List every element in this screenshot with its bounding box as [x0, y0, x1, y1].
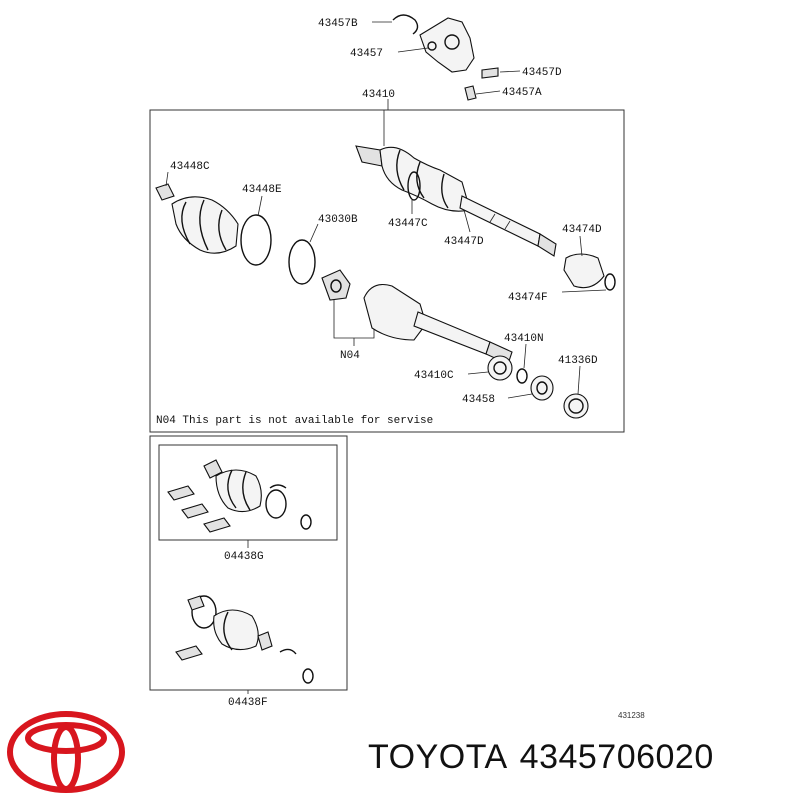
part-n04-hole	[330, 279, 342, 293]
bracket-hole	[444, 34, 460, 50]
joint-housing	[363, 283, 427, 341]
label-43448c: 43448C	[170, 161, 210, 173]
kit-g-boot-fold-2	[242, 471, 251, 511]
inner-boot-fold-1	[181, 201, 191, 245]
label-04438g: 04438G	[224, 551, 264, 563]
clamp-43448e	[240, 214, 272, 266]
kit-g-ring	[265, 489, 287, 519]
label-43447c: 43447C	[388, 218, 428, 230]
main-assembly-frame	[149, 109, 625, 433]
seal-41336d-bore	[568, 398, 584, 414]
kit-g-snap	[300, 514, 312, 530]
clamp-43448c	[155, 183, 175, 201]
boot-fold-3	[441, 173, 449, 209]
clamp-43474f	[604, 273, 616, 291]
shaft-spline-inner	[537, 233, 557, 257]
label-43458: 43458	[462, 394, 495, 406]
kit-g-boot	[215, 469, 262, 513]
kit-g-grease-pack-2	[181, 503, 209, 519]
bolt-43457d	[481, 67, 499, 79]
kit-f-boot-fold	[223, 611, 233, 651]
label-43474f: 43474F	[508, 292, 548, 304]
label-43030b: 43030B	[318, 214, 358, 226]
washer-43458	[530, 375, 554, 401]
bolt-43457a	[464, 85, 477, 101]
label-43410c: 43410C	[414, 370, 454, 382]
label-43447d: 43447D	[444, 236, 484, 248]
label-43474d: 43474D	[562, 224, 602, 236]
seal-41336d	[563, 393, 589, 419]
label-43457: 43457	[350, 48, 383, 60]
bearing-43410c-bore	[493, 361, 507, 375]
kit-f-joint	[257, 631, 273, 651]
snap-ring-43457b	[392, 14, 419, 35]
part-caption: TOYOTA 4345706020	[368, 738, 726, 777]
image-reference: 431238	[618, 711, 645, 720]
housing-stem	[413, 311, 491, 355]
kit-g-grease-pack-3	[203, 517, 231, 533]
label-43457b: 43457B	[318, 18, 358, 30]
kit-f-ring	[191, 595, 217, 629]
kit-g-grease-pack-1	[167, 485, 195, 501]
bracket-43457	[419, 17, 475, 73]
kit-f-clip	[279, 648, 297, 655]
label-n04: N04	[340, 350, 360, 362]
label-43410: 43410	[362, 89, 395, 101]
brand-name: TOYOTA	[368, 738, 508, 776]
kit-f-boot	[213, 609, 259, 651]
kit-04438f-parts	[175, 595, 314, 694]
toyota-logo-icon	[7, 711, 125, 793]
snap-ring-43410n	[516, 368, 528, 384]
washer-43458-bore	[536, 381, 548, 395]
label-43457a: 43457A	[502, 87, 542, 99]
inner-joint-housing	[363, 283, 589, 419]
bracket-hole-small	[427, 41, 437, 51]
kit-04438g-parts	[167, 459, 312, 548]
drive-shaft-assembly	[355, 110, 616, 293]
boot-fold-1	[396, 149, 405, 191]
kit-f-snap	[302, 668, 314, 684]
boot-43474d	[563, 253, 605, 289]
kit-g-clamp	[203, 459, 223, 479]
label-43457d: 43457D	[522, 67, 562, 79]
shaft-spline-end	[355, 145, 383, 167]
inner-boot-fold-3	[218, 209, 227, 251]
kit-f-grease-pack	[175, 645, 203, 661]
part-number: 4345706020	[519, 738, 714, 776]
boot-fold-2	[416, 161, 425, 199]
snap-ring-43030b	[288, 239, 316, 285]
kit-g-clip	[269, 484, 287, 489]
kit-04438g-frame	[149, 435, 348, 691]
bearing-bracket-group	[372, 14, 521, 110]
label-04438f: 04438F	[228, 697, 268, 709]
label-43410n: 43410N	[504, 333, 544, 345]
inner-boot-fold-2	[199, 199, 209, 251]
kit-f-clamp	[187, 595, 205, 611]
outer-joint-boot	[379, 146, 471, 212]
part-n04	[321, 269, 351, 301]
kit-g-boot-fold	[227, 469, 237, 509]
bearing-43410c	[487, 355, 513, 381]
label-41336d: 41336D	[558, 355, 598, 367]
boot-clamp-43447c	[407, 171, 421, 201]
availability-note: N04 This part is not available for servi…	[156, 415, 433, 427]
label-43448e: 43448E	[242, 184, 282, 196]
inner-boot-parts	[155, 171, 375, 346]
